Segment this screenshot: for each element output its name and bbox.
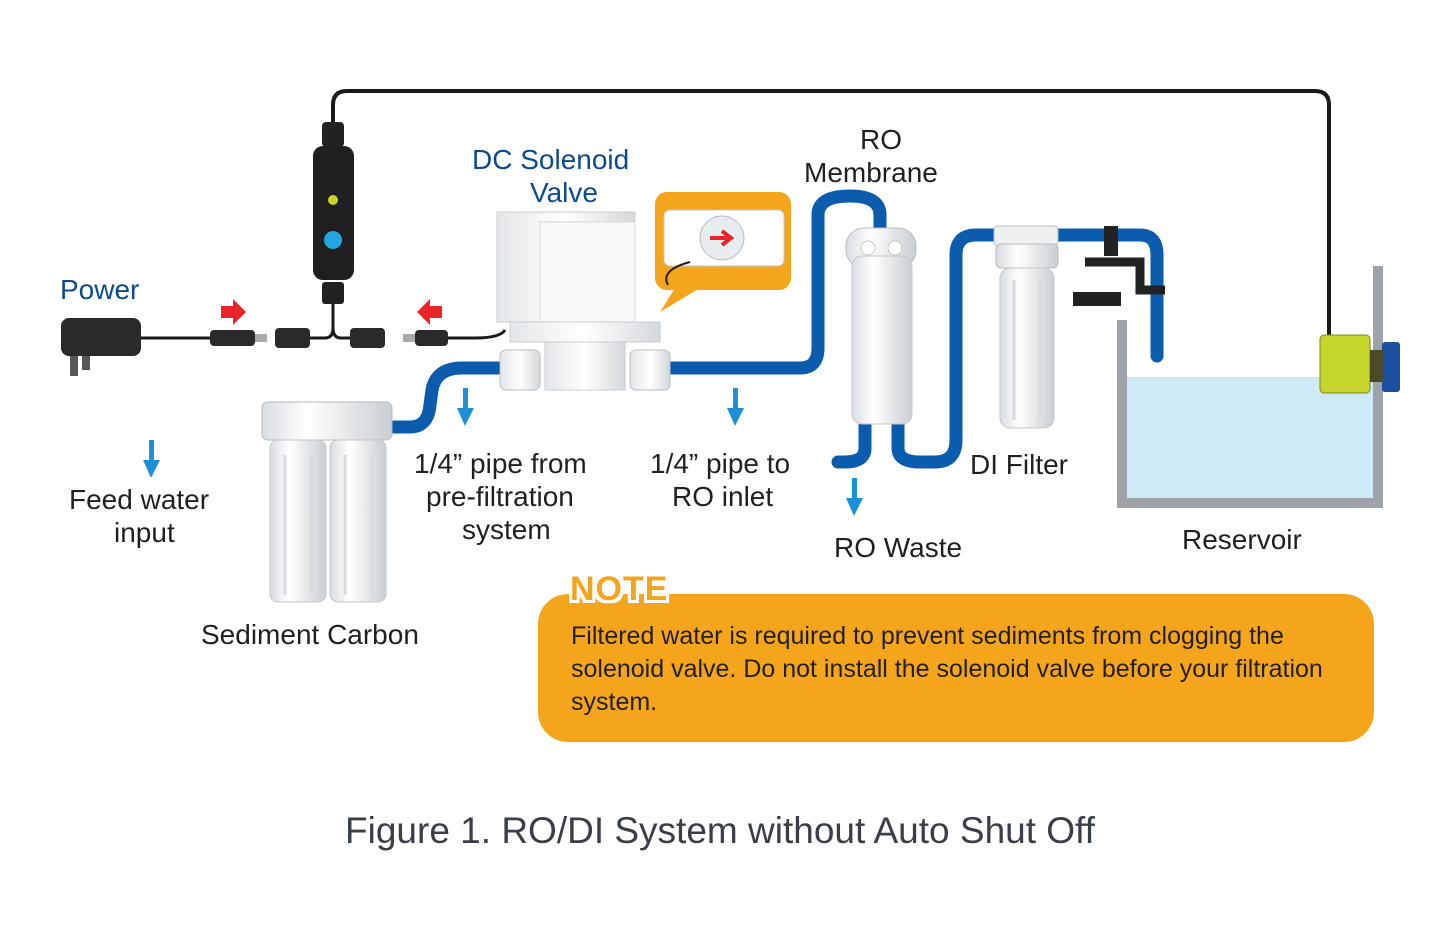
figure-caption: Figure 1. RO/DI System without Auto Shut… [345, 810, 1095, 851]
ro-membrane-housing [845, 227, 917, 425]
water-pipes [100, 189, 1164, 469]
ro-membrane-label-line1: RO [860, 124, 902, 155]
pipe-from-prefilter [383, 361, 512, 434]
pipe-from-label-line1: 1/4” pipe from [414, 448, 587, 479]
note-title: NOTE [570, 570, 669, 608]
valve-detail-callout [655, 192, 791, 312]
di-filter-label: DI Filter [970, 449, 1068, 480]
power-cables [140, 282, 507, 340]
di-filter-housing [995, 243, 1059, 429]
ro-to-di-pipe [891, 228, 1007, 469]
power-label: Power [60, 274, 140, 305]
pipe-to-label-line2: RO inlet [672, 481, 774, 512]
reservoir-label: Reservoir [1182, 524, 1302, 555]
reservoir-tank [1117, 266, 1383, 508]
sediment-carbon-label: Sediment Carbon [201, 619, 419, 650]
solenoid-valve [496, 211, 671, 391]
ro-waste-label: RO Waste [834, 532, 963, 563]
pipe-from-label-line2: pre-filtration [426, 481, 574, 512]
pipe-to-ro-inlet [658, 189, 887, 375]
di-to-reservoir-pipe [1048, 228, 1164, 363]
controller-cable [331, 89, 1331, 345]
pipe-from-label-line3: system [462, 514, 551, 545]
note-box [538, 594, 1374, 742]
ro-membrane-label-line2: Membrane [804, 157, 938, 188]
flow-arrows [143, 388, 863, 516]
sediment-carbon-filters [261, 401, 393, 603]
flow-arrow-feed [143, 440, 160, 478]
solenoid-label-line2: Valve [530, 177, 598, 208]
power-adapter-icon [61, 318, 141, 376]
flow-arrow-ro-waste [846, 478, 863, 516]
pipe-to-label-line1: 1/4” pipe to [650, 448, 791, 479]
flow-arrow-prefilter [457, 388, 474, 426]
flood-guardian-controller-icon [313, 122, 354, 304]
note-text: Filtered water is required to prevent se… [571, 622, 1323, 716]
connector-arrows [221, 299, 442, 325]
ro-waste-pipe [831, 416, 872, 469]
feed-water-label-line1: Feed water [69, 484, 210, 515]
solenoid-label-line1: DC Solenoid [472, 144, 630, 175]
flow-arrow-ro-inlet [727, 388, 744, 426]
feed-water-label-line2: input [114, 517, 175, 548]
dc-plugs [210, 328, 448, 348]
water-level-sensor-icon [1319, 334, 1400, 394]
